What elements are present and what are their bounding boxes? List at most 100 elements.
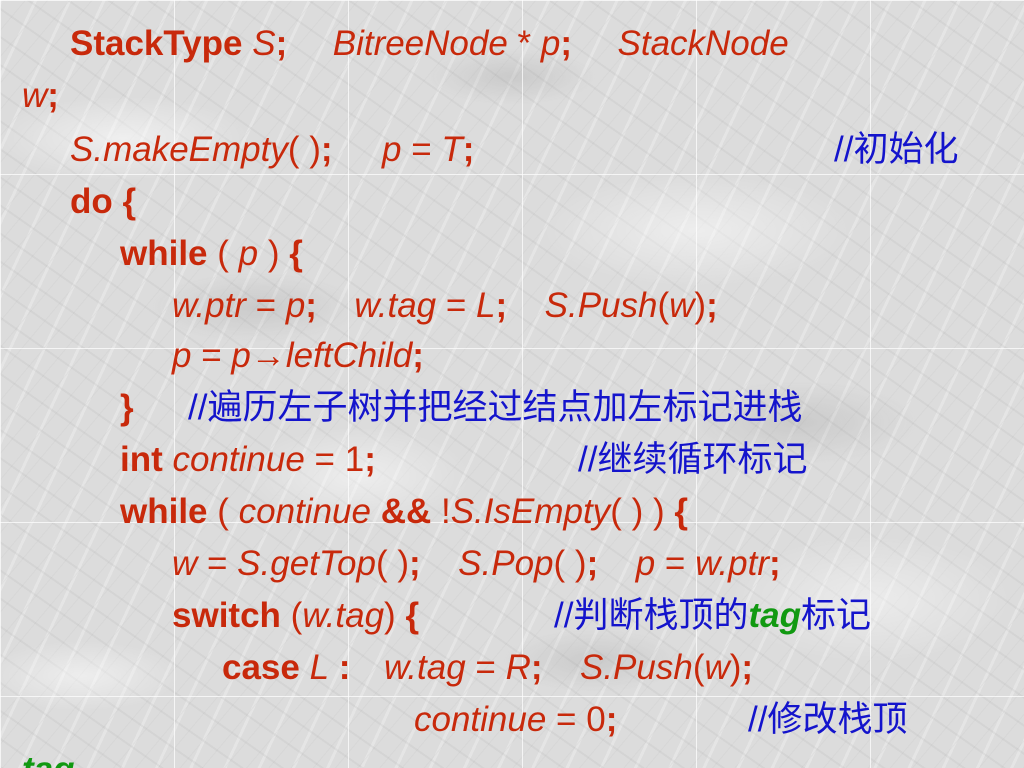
identifier: L [476, 286, 496, 325]
code-line-15: tag [22, 748, 75, 768]
comment-marker: // [748, 700, 768, 739]
identifier: w [172, 544, 198, 583]
identifier: S [252, 24, 276, 63]
identifier: S.Push [579, 648, 693, 687]
comment-text: 初始化 [853, 130, 959, 169]
operator: = [436, 286, 477, 325]
punctuation: ; [320, 130, 333, 169]
code-line-7: p = p→leftChild; [172, 334, 424, 378]
punctuation: ; [412, 336, 424, 375]
keyword: int [120, 440, 163, 479]
parentheses: ( [207, 234, 239, 273]
identifier: p [238, 234, 259, 273]
punctuation: ; [47, 76, 59, 115]
punctuation: ; [586, 544, 599, 583]
operator: = [465, 648, 506, 687]
operator: = [191, 336, 232, 375]
code-line-6: w.ptr = p; w.tag = L; S.Push(w); [172, 284, 718, 328]
code-line-14: continue = 0; [414, 698, 617, 742]
punctuation: ; [530, 648, 543, 687]
identifier: w.tag [354, 286, 437, 325]
punctuation: ; [560, 24, 573, 63]
code-comment: //遍历左子树并把经过结点加左标记进栈 [188, 386, 802, 430]
comment-text: 遍历左子树并把经过结点加左标记进栈 [207, 388, 803, 427]
comment-marker: // [578, 440, 598, 479]
operator: = [245, 286, 286, 325]
code-line-13: case L : w.tag = R; S.Push(w); [222, 646, 753, 690]
keyword: StackType [70, 24, 243, 63]
punctuation: ; [275, 24, 288, 63]
identifier: S.makeEmpty [70, 130, 288, 169]
identifier: w.tag [383, 648, 466, 687]
keyword: while [120, 234, 208, 273]
brace: { [674, 492, 688, 531]
punctuation: ; [305, 286, 317, 325]
operator: = [197, 544, 238, 583]
code-line-5: while ( p ) { [120, 232, 303, 276]
keyword: while [120, 492, 208, 531]
identifier: w.ptr [172, 286, 246, 325]
code-comment: //修改栈顶 [748, 698, 907, 742]
operator: && [370, 492, 441, 531]
code-comment: //判断栈顶的tag标记 [554, 594, 871, 638]
operator: = [546, 700, 587, 739]
identifier: p [285, 286, 306, 325]
identifier: S.Push [544, 286, 658, 325]
identifier: BitreeNode [332, 24, 508, 63]
parentheses: ) [694, 286, 707, 325]
punctuation: ; [605, 700, 618, 739]
identifier: p [540, 24, 561, 63]
keyword: case [222, 648, 300, 687]
number: 0 [586, 700, 606, 739]
punctuation: ; [462, 130, 475, 169]
identifier: S.IsEmpty [450, 492, 611, 531]
identifier: w [704, 648, 730, 687]
identifier: p [382, 130, 402, 169]
parentheses: ( [692, 648, 705, 687]
parentheses: ( [280, 596, 303, 635]
identifier: T [441, 130, 463, 169]
code-line-11: w = S.getTop( ); S.Pop( ); p = w.ptr; [172, 542, 781, 586]
parentheses: ( [657, 286, 670, 325]
brace: { [405, 596, 420, 635]
operator: ! [440, 492, 451, 531]
identifier: R [505, 648, 531, 687]
code-line-8: } [120, 386, 134, 430]
code-comment: //初始化 [834, 128, 958, 172]
identifier: w.ptr [695, 544, 769, 583]
brace: { [289, 234, 303, 273]
punctuation: ; [495, 286, 508, 325]
comment-keyword: tag [22, 750, 75, 768]
comment-text: 判断栈顶的 [573, 596, 749, 635]
comment-keyword: tag [748, 596, 801, 635]
parentheses: ) [258, 234, 290, 273]
punctuation: : [329, 648, 351, 687]
punctuation: ; [768, 544, 781, 583]
keyword: do [70, 182, 113, 221]
comment-marker: // [188, 388, 208, 427]
code-comment: //继续循环标记 [578, 438, 807, 482]
parentheses: ) [729, 648, 742, 687]
punctuation: ; [364, 440, 376, 479]
comment-text: 修改栈顶 [767, 700, 908, 739]
identifier: p [172, 336, 192, 375]
parentheses: ( ) ) [610, 492, 675, 531]
code-line-9: int continue = 1; [120, 438, 376, 482]
identifier: w [22, 76, 48, 115]
brace: } [120, 388, 134, 427]
identifier: S.Pop [458, 544, 554, 583]
identifier: p→leftChild [231, 336, 413, 375]
operator: * [507, 24, 541, 63]
identifier: p [635, 544, 656, 583]
operator: = [304, 440, 345, 479]
identifier: w [669, 286, 695, 325]
keyword: switch [172, 596, 281, 635]
comment-text: 标记 [800, 596, 871, 635]
identifier: continue [414, 700, 547, 739]
code-line-2: w; [22, 74, 59, 118]
identifier: w.tag [302, 596, 385, 635]
code-line-3: S.makeEmpty( ); p = T; [70, 128, 474, 172]
parentheses: ( ) [287, 130, 321, 169]
identifier: S.getTop [237, 544, 376, 583]
